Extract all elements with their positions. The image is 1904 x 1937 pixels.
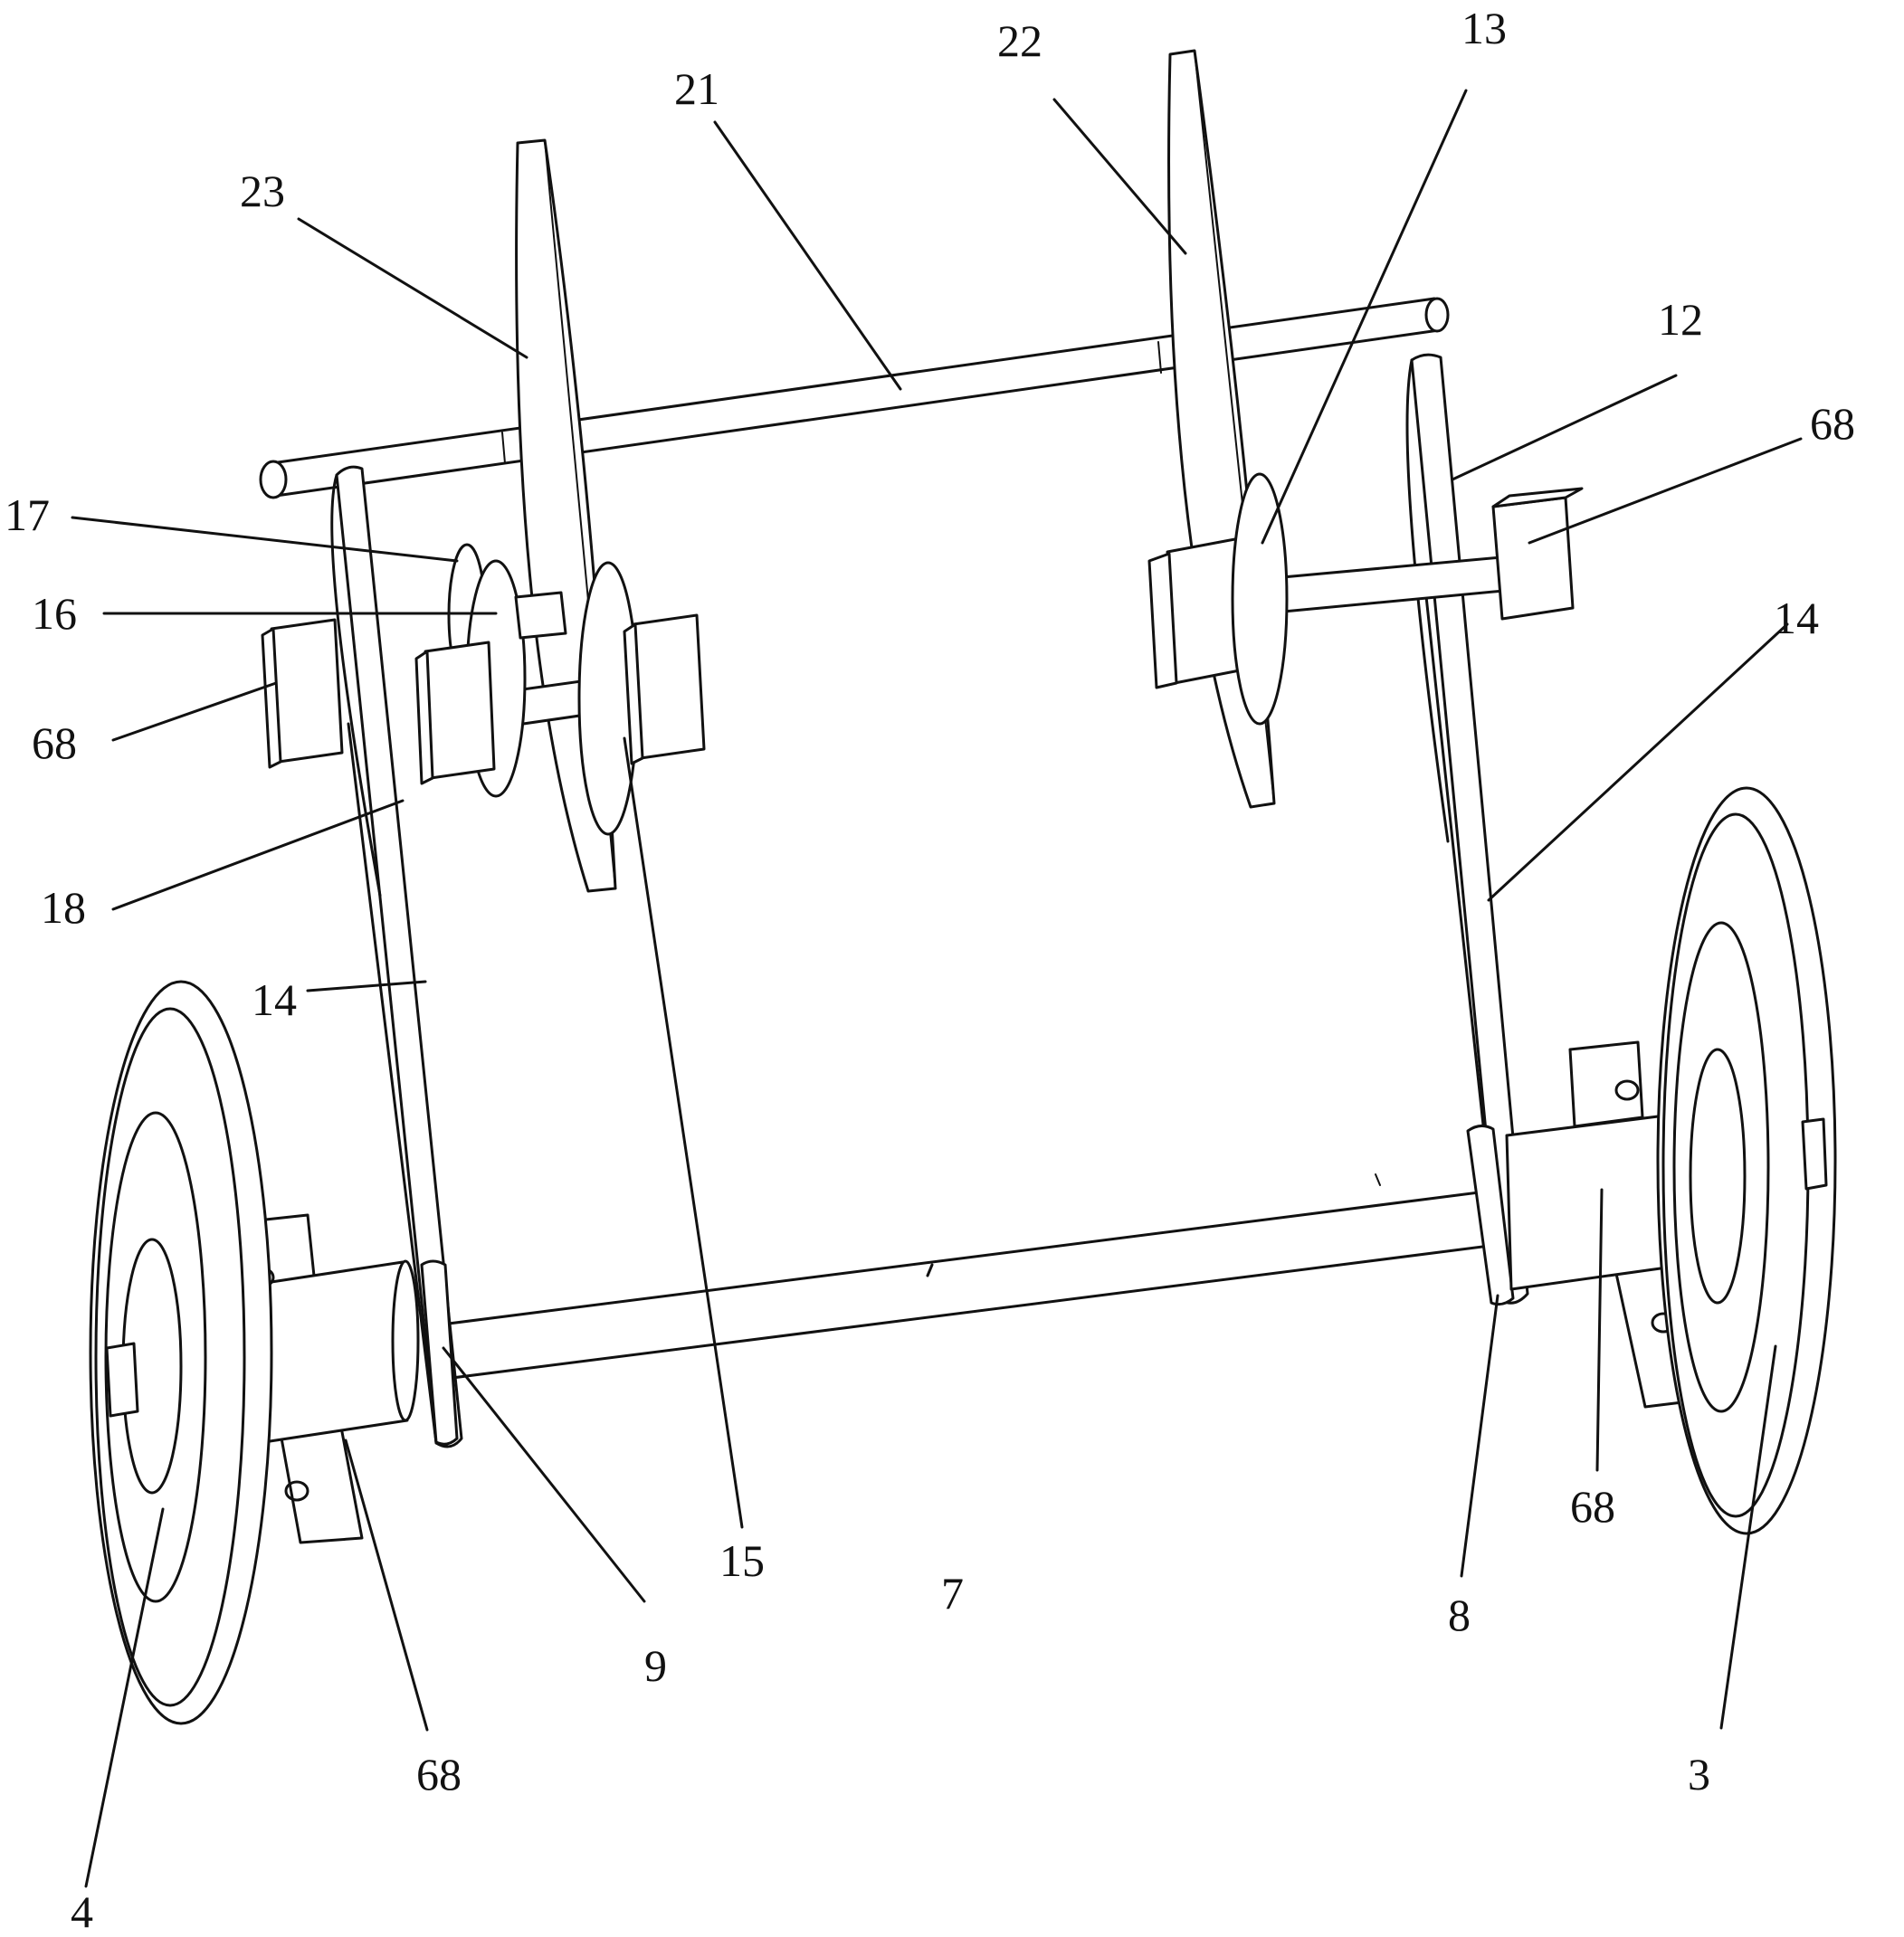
label-8: 8: [1448, 1590, 1471, 1640]
cross-bar-7: [433, 1173, 1506, 1382]
label-12: 12: [1658, 294, 1703, 345]
label-22: 22: [997, 15, 1042, 66]
right-wheel-3: [1656, 786, 1837, 1535]
label-23: 23: [240, 166, 285, 216]
right-lower-hub: [1505, 1040, 1721, 1409]
label-13: 13: [1461, 3, 1507, 53]
label-17: 17: [5, 489, 50, 540]
left-belt-drive: [330, 465, 463, 1448]
label-18: 18: [41, 882, 86, 933]
label-68-mid-left: 68: [32, 717, 77, 768]
label-14-left: 14: [252, 974, 297, 1025]
leader-lines: [71, 89, 1803, 1888]
label-68-bottom-left: 68: [416, 1749, 462, 1799]
label-21: 21: [674, 63, 719, 114]
right-upper-assembly: [1147, 472, 1584, 726]
left-upper-assembly: [261, 543, 706, 836]
left-wheel-4: [89, 980, 273, 1725]
label-9: 9: [644, 1640, 667, 1691]
label-68-top-right: 68: [1810, 398, 1855, 449]
label-7: 7: [941, 1568, 964, 1619]
label-14-right: 14: [1774, 593, 1819, 643]
label-4: 4: [71, 1886, 93, 1937]
label-16: 16: [32, 588, 77, 639]
label-3: 3: [1688, 1749, 1710, 1799]
left-lower-hub: [247, 1213, 420, 1544]
label-15: 15: [719, 1535, 765, 1586]
label-68-bottom-right: 68: [1570, 1481, 1615, 1532]
part-labels: 23 21 22 13 12 68 17 16 68 14 18 14 15 7…: [5, 3, 1855, 1937]
top-shaft-21: [259, 297, 1450, 499]
